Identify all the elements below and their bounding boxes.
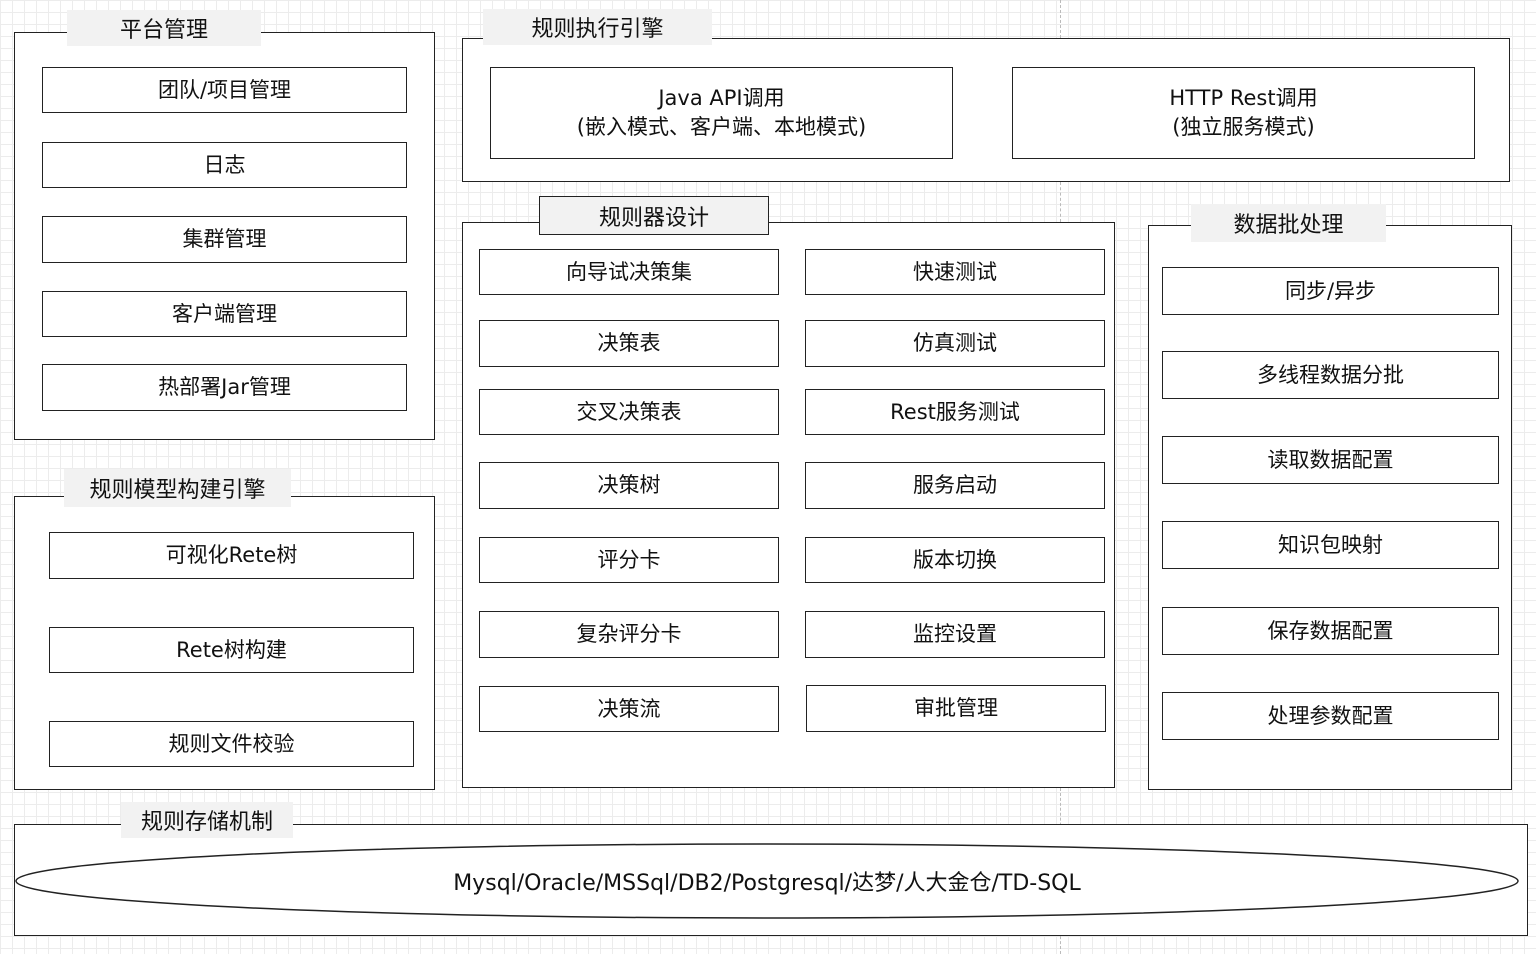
guide-line-top: [1060, 0, 1061, 38]
http-rest-box: HTTP Rest调用 (独立服务模式): [1012, 67, 1475, 159]
platform-item-team-project: 团队/项目管理: [42, 67, 407, 113]
batch-item-read-config: 读取数据配置: [1162, 436, 1499, 484]
batch-item-knowledge-map: 知识包映射: [1162, 521, 1499, 569]
platform-item-client: 客户端管理: [42, 291, 407, 337]
platform-item-hot-deploy: 热部署Jar管理: [42, 364, 407, 411]
designer-item-service-start: 服务启动: [805, 462, 1105, 509]
designer-item-quick-test: 快速测试: [805, 249, 1105, 295]
java-api-line2: (嵌入模式、客户端、本地模式): [576, 115, 867, 139]
designer-item-monitor: 监控设置: [805, 611, 1105, 658]
http-rest-line2: (独立服务模式): [1172, 115, 1315, 139]
designer-item-cross-table: 交叉决策表: [479, 389, 779, 435]
ellipse-shape: [15, 843, 1519, 919]
rule-designer-title: 规则器设计: [539, 196, 769, 235]
model-item-file-check: 规则文件校验: [49, 721, 414, 767]
designer-item-decision-flow: 决策流: [479, 686, 779, 732]
java-api-box: Java API调用 (嵌入模式、客户端、本地模式): [490, 67, 953, 159]
model-item-visual-rete: 可视化Rete树: [49, 532, 414, 579]
designer-item-decision-tree: 决策树: [479, 462, 779, 509]
model-item-rete-build: Rete树构建: [49, 627, 414, 673]
data-batch-title: 数据批处理: [1191, 204, 1386, 242]
designer-item-rest-test: Rest服务测试: [805, 389, 1105, 435]
storage-database-ellipse: Mysql/Oracle/MSSql/DB2/Postgresql/达梦/人大金…: [14, 842, 1520, 920]
guide-line-mid: [1060, 182, 1061, 222]
platform-management-title: 平台管理: [67, 10, 261, 46]
batch-item-save-config: 保存数据配置: [1162, 607, 1499, 655]
designer-item-scorecard: 评分卡: [479, 537, 779, 583]
batch-item-sync-async: 同步/异步: [1162, 267, 1499, 315]
platform-item-log: 日志: [42, 142, 407, 188]
http-rest-line1: HTTP Rest调用: [1169, 86, 1318, 110]
batch-item-param-config: 处理参数配置: [1162, 692, 1499, 740]
designer-item-decision-table: 决策表: [479, 320, 779, 367]
designer-item-approval: 审批管理: [806, 685, 1106, 732]
java-api-line1: Java API调用: [658, 86, 785, 110]
batch-item-multithread: 多线程数据分批: [1162, 351, 1499, 399]
designer-item-version-switch: 版本切换: [805, 537, 1105, 583]
designer-item-complex-scorecard: 复杂评分卡: [479, 611, 779, 658]
platform-item-cluster: 集群管理: [42, 216, 407, 263]
designer-item-sim-test: 仿真测试: [805, 320, 1105, 367]
rule-model-engine-title: 规则模型构建引擎: [64, 469, 291, 507]
rule-storage-title: 规则存储机制: [121, 802, 293, 838]
storage-database-list: Mysql/Oracle/MSSql/DB2/Postgresql/达梦/人大金…: [453, 871, 1081, 896]
designer-item-wizard-set: 向导试决策集: [479, 249, 779, 295]
rule-exec-engine-title: 规则执行引擎: [483, 9, 712, 45]
